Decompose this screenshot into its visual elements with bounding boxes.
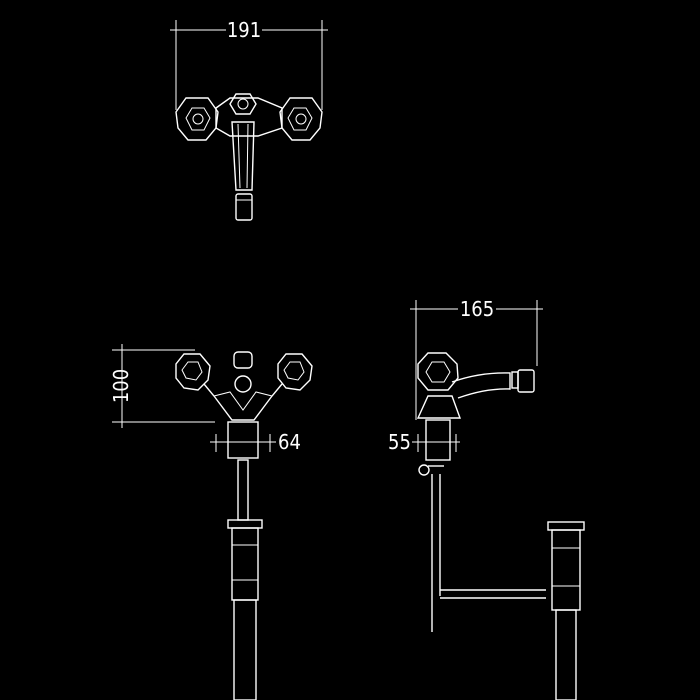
dimension-64: 64 [210,430,301,454]
spout-body [231,121,255,191]
waste-flange [547,521,585,531]
lift-knob [418,464,430,476]
spout [451,372,511,399]
lift-rod [431,474,441,632]
top-view: 191 [170,18,328,221]
crystal-handle [417,352,459,391]
aerator-nozzle [235,193,253,221]
shank [227,421,259,459]
waste-tailpipe [233,599,257,700]
waste-tailpipe [555,609,577,700]
dimension-label: 55 [388,430,411,454]
horizontal-linkage [440,589,546,599]
spray-nozzle [517,369,535,393]
valve-body [416,395,461,419]
dimension-165: 165 [410,297,543,420]
dimension-label: 100 [109,369,133,403]
center-hexagon [229,93,257,115]
front-view: 100 64 [109,344,313,700]
valve-body [203,383,283,421]
center-cap [233,351,253,369]
dimension-100: 100 [109,344,215,428]
right-crystal-handle [279,97,323,141]
shank [425,419,451,461]
dimension-label: 191 [227,18,261,42]
waste-body [231,527,259,601]
valve-body [215,97,283,137]
dimension-55: 55 [388,430,460,454]
waste-body [551,529,581,611]
dimension-191: 191 [170,18,328,110]
dimension-label: 165 [460,297,494,321]
right-crystal-handle [277,353,313,391]
dimension-label: 64 [278,430,301,454]
pop-up-rod [237,459,249,521]
side-view: 165 55 [388,297,585,700]
left-crystal-handle [175,353,211,391]
left-crystal-handle [175,97,219,141]
waste-flange [227,519,263,529]
